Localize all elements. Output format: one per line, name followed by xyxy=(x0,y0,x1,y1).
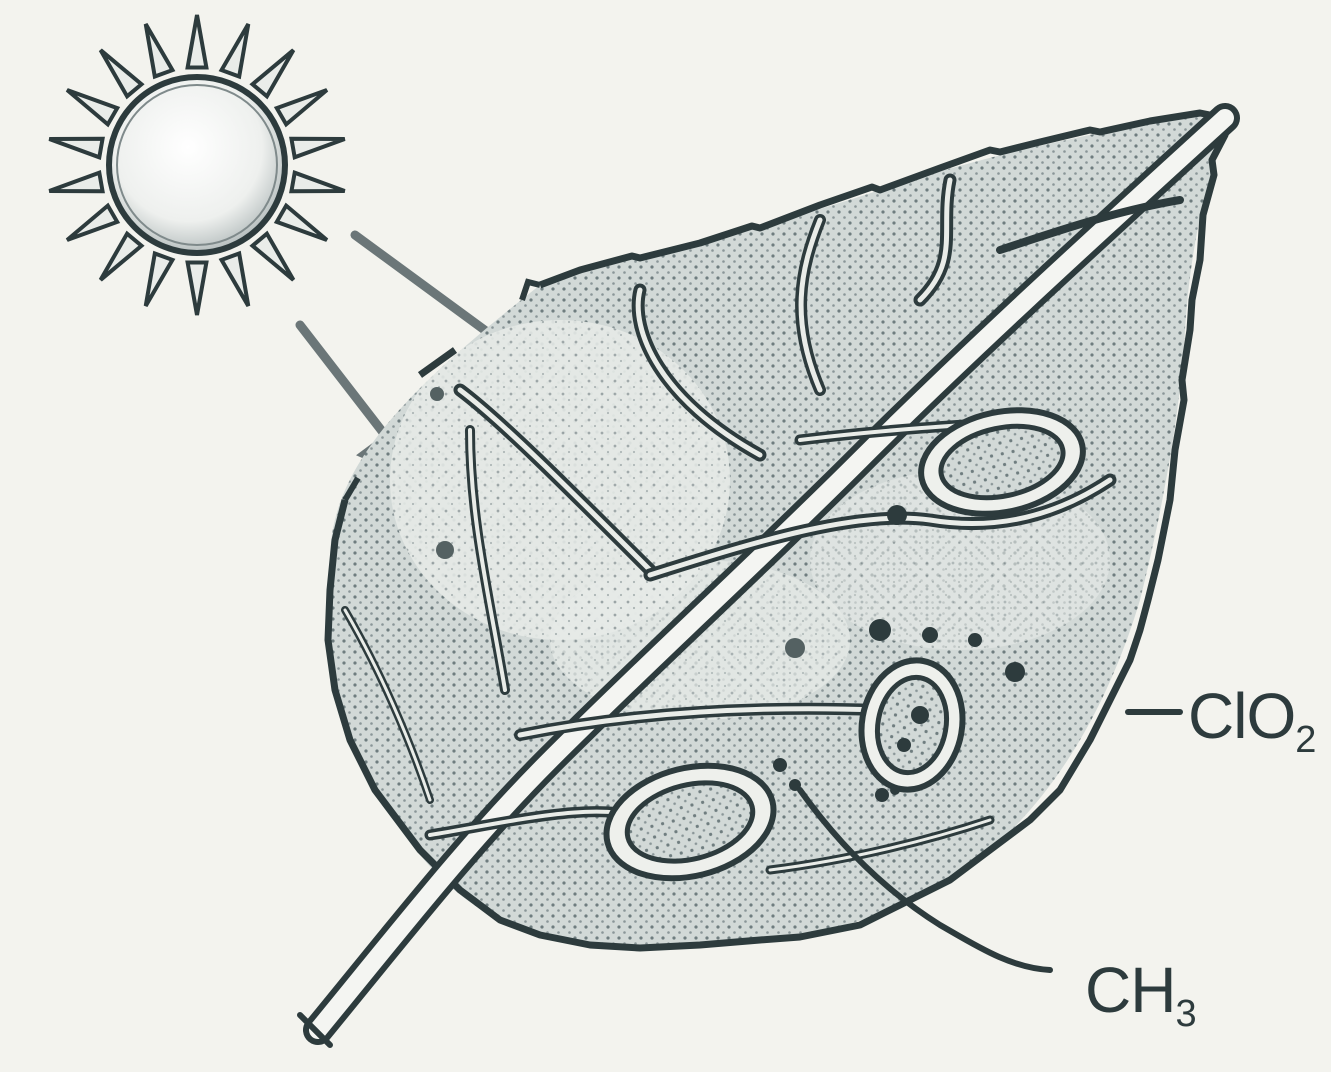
clo2-label-main: ClO xyxy=(1188,680,1295,752)
sun-ray xyxy=(101,50,142,96)
sun-ray xyxy=(291,139,344,158)
ch3-label-sub: 3 xyxy=(1175,993,1195,1035)
sun-ray xyxy=(67,90,117,124)
clo2-label-sub: 2 xyxy=(1295,719,1315,761)
sun-ray xyxy=(253,234,294,280)
ch3-label: CH3 xyxy=(1085,954,1196,1035)
sun-ray xyxy=(49,139,102,158)
sun-ray xyxy=(101,234,142,280)
sun-ray xyxy=(277,90,327,124)
sun-ray xyxy=(222,24,249,77)
sun-ray xyxy=(49,173,102,192)
sun-ray xyxy=(146,253,173,306)
sun-ray xyxy=(277,206,327,240)
sun-ray xyxy=(67,206,117,240)
clo2-label: ClO2 xyxy=(1188,680,1315,761)
sun-ray xyxy=(222,253,249,306)
sun-ray xyxy=(146,24,173,77)
ch3-label-main: CH xyxy=(1085,954,1175,1026)
sun-ray xyxy=(291,173,344,192)
sun-ray xyxy=(188,263,207,315)
sun-ray xyxy=(188,15,207,67)
sun-ray xyxy=(253,50,294,96)
sun-icon xyxy=(49,15,344,315)
leaf xyxy=(300,112,1232,1045)
